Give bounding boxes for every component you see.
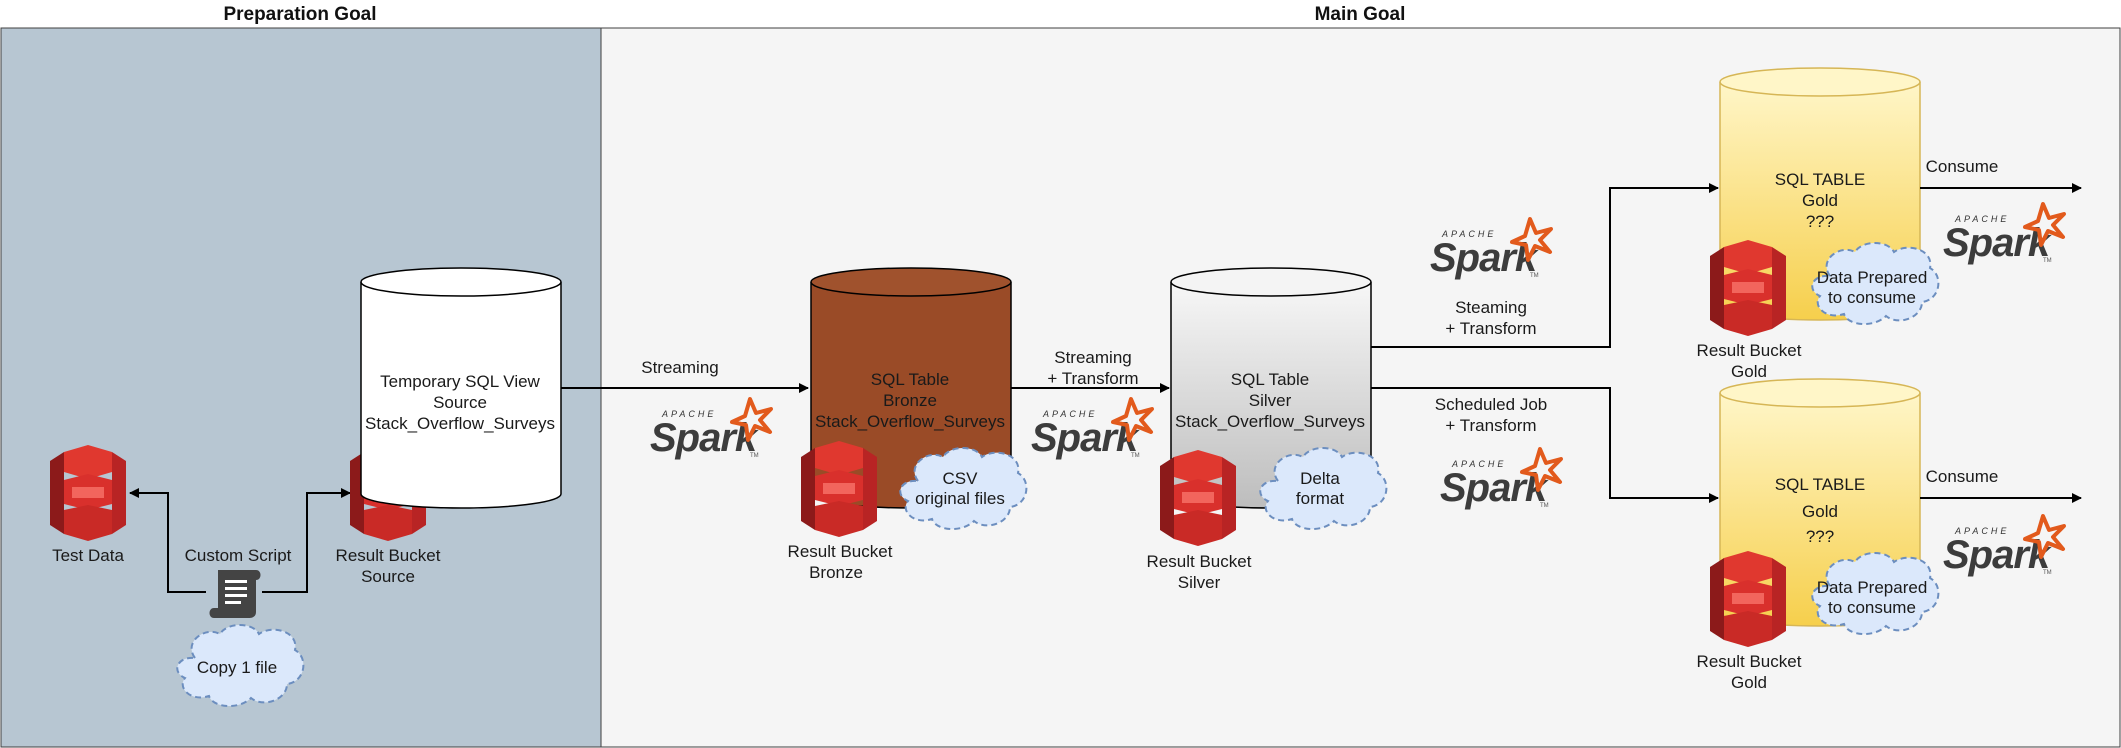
steaming-transform-line-1: Steaming [1455, 298, 1527, 317]
s3-silver-icon [1160, 450, 1236, 546]
delta-cloud-line-1: Delta [1300, 469, 1340, 488]
consume-2-label: Consume [1926, 467, 1999, 486]
bronze-table-layer: Bronze [883, 391, 937, 410]
s3-gold-2-icon [1710, 551, 1786, 647]
silver-bucket-label-2: Silver [1178, 573, 1221, 592]
delta-cloud-line-2: format [1296, 489, 1344, 508]
result-bucket-source-label-2: Source [361, 567, 415, 586]
temporary-sql-view-cylinder [360, 267, 562, 509]
s3-test-data-icon [50, 445, 126, 541]
silver-table-name: Stack_Overflow_Surveys [1175, 412, 1365, 431]
s3-bronze-icon [801, 441, 877, 537]
spark-logo-1-icon [648, 397, 773, 462]
spark-logo-5-icon [1941, 202, 2066, 267]
gold-2-bucket-label-2: Gold [1731, 673, 1767, 692]
gold-1-layer: Gold [1802, 191, 1838, 210]
spark-logo-2-icon [1029, 397, 1154, 462]
script-to-result-bucket-arrow [262, 488, 351, 593]
gold-2-cloud-line-2: to consume [1828, 598, 1916, 617]
temp-view-title: Temporary SQL View [380, 372, 540, 391]
streaming-transform-line-1: Streaming [1054, 348, 1131, 367]
spark-logo-6-icon [1941, 514, 2066, 579]
gold-1-bucket-label-2: Gold [1731, 362, 1767, 381]
steaming-transform-line-2: + Transform [1445, 319, 1536, 338]
csv-cloud-line-2: original files [915, 489, 1005, 508]
temp-view-name: Stack_Overflow_Surveys [365, 414, 555, 433]
s3-gold-1-icon [1710, 240, 1786, 336]
test-data-label: Test Data [52, 546, 124, 565]
main-goal-title: Main Goal [1315, 4, 1406, 25]
result-bucket-source-label-1: Result Bucket [336, 546, 441, 565]
gold-2-name: ??? [1806, 527, 1834, 546]
gold-1-cloud-line-1: Data Prepared [1817, 268, 1928, 287]
spark-logo-3-icon [1428, 217, 1553, 282]
csv-cloud-line-1: CSV [943, 469, 979, 488]
gold-1-bucket-label-1: Result Bucket [1697, 341, 1802, 360]
custom-script-label: Custom Script [185, 546, 292, 565]
gold-2-title: SQL TABLE [1775, 475, 1865, 494]
gold-2-bucket-label-1: Result Bucket [1697, 652, 1802, 671]
scheduled-transform-line-1: Scheduled Job [1435, 395, 1547, 414]
bronze-table-name: Stack_Overflow_Surveys [815, 412, 1005, 431]
silver-table-layer: Silver [1249, 391, 1292, 410]
scheduled-transform-line-2: + Transform [1445, 416, 1536, 435]
gold-1-name: ??? [1806, 212, 1834, 231]
gold-1-cloud-line-2: to consume [1828, 288, 1916, 307]
spark-logo-4-icon [1438, 447, 1563, 512]
temp-view-source: Source [433, 393, 487, 412]
copy-file-label: Copy 1 file [197, 658, 277, 677]
silver-to-gold-2-arrow [1371, 387, 1719, 503]
bronze-table-title: SQL Table [871, 370, 949, 389]
gold-2-cloud-line-1: Data Prepared [1817, 578, 1928, 597]
script-icon [209, 570, 261, 618]
bronze-bucket-label-1: Result Bucket [788, 542, 893, 561]
silver-table-title: SQL Table [1231, 370, 1309, 389]
silver-to-gold-1-arrow [1371, 183, 1719, 348]
script-to-testdata-arrow [129, 488, 206, 593]
silver-bucket-label-1: Result Bucket [1147, 552, 1252, 571]
bronze-bucket-label-2: Bronze [809, 563, 863, 582]
preparation-goal-title: Preparation Goal [223, 4, 376, 25]
gold-1-title: SQL TABLE [1775, 170, 1865, 189]
consume-1-label: Consume [1926, 157, 1999, 176]
streaming-transform-line-2: + Transform [1047, 369, 1138, 388]
streaming-label: Streaming [641, 358, 718, 377]
gold-2-layer: Gold [1802, 502, 1838, 521]
